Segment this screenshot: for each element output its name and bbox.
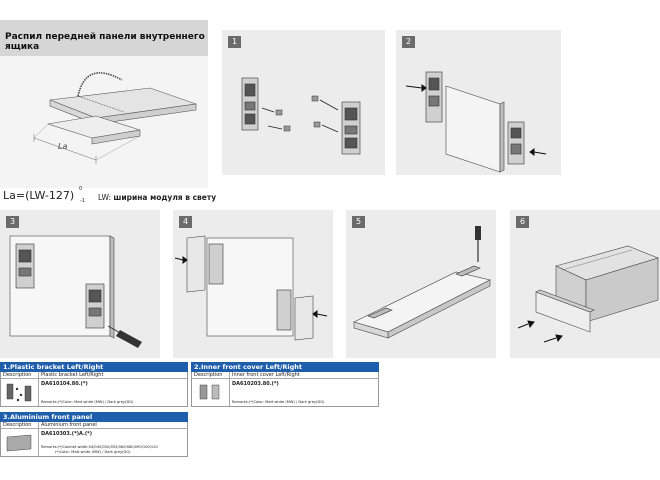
step-1-panel: 1 (222, 30, 385, 175)
table-3-title: 3.Aluminium front panel (0, 412, 188, 422)
table-2-thumbnail (192, 379, 230, 406)
formula-lower-tolerance: -1 (80, 198, 85, 204)
step-2-panel: 2 (396, 30, 561, 175)
step-5-panel: 5 (346, 210, 496, 358)
table-1-col-name: Plastic bracket Left/Right (41, 372, 104, 378)
step-4-panel: 4 (173, 210, 333, 358)
table-1-thumbnail (1, 379, 39, 406)
dimension-label-la: La (58, 142, 68, 151)
step-1-illustration (241, 77, 361, 155)
table-3-remark-1: Remarks:(*)Cabinet width:04/045/050/055/… (41, 445, 158, 450)
table-2-col-description: Description (192, 372, 230, 378)
step-1-badge: 1 (228, 36, 241, 48)
table-inner-front-cover: 2.Inner front cover Left/Right Descripti… (191, 362, 379, 407)
aluminium-front-panel-icon (6, 434, 32, 452)
saw-cutting-panel: Распил передней панели внутреннего ящика… (0, 20, 208, 188)
table-2-remark: Remarks:(*)Color: Matt white (MW) / Dark… (232, 399, 325, 404)
table-aluminium-front-panel: 3.Aluminium front panel Description Alum… (0, 412, 188, 457)
step-2-illustration (405, 71, 547, 173)
saw-cutting-illustration (33, 72, 197, 164)
step-6-illustration (517, 245, 659, 343)
lw-text: ширина модуля в свету (113, 193, 217, 202)
step-3-panel: 3 (0, 210, 160, 358)
table-3-remark-2: (*)Color: Matt white (MW) / Dark grey(DG… (55, 449, 131, 454)
plastic-bracket-icon (6, 383, 32, 402)
table-2-code: DA610203.80.(*) (232, 381, 279, 387)
step-6-panel: 6 (510, 210, 660, 358)
table-1-remark: Remarks:(*)Color: Matt white (MW) / Dark… (41, 399, 134, 404)
table-2-col-name: Inner front cover Left/Right (232, 372, 300, 378)
formula-upper-tolerance: 0 (79, 186, 83, 192)
table-1-col-description: Description (1, 372, 39, 378)
table-3-col-name: Aluminium front panel (41, 422, 97, 428)
table-3-thumbnail (1, 429, 39, 456)
step-2-badge: 2 (402, 36, 415, 48)
formula-base: La=(LW-127) (3, 189, 75, 202)
saw-section-title: Распил передней панели внутреннего ящика (0, 20, 208, 56)
step-5-badge: 5 (352, 216, 365, 228)
step-3-illustration (9, 235, 142, 348)
lw-prefix: LW: (98, 193, 111, 202)
step-5-illustration (353, 226, 491, 339)
table-3-code: DA610303.(*)A.(*) (41, 431, 93, 437)
cut-length-formula: La=(LW-127) 0 -1 (3, 186, 93, 204)
table-2-title: 2.Inner front cover Left/Right (191, 362, 379, 372)
step-4-badge: 4 (179, 216, 192, 228)
step-4-illustration (174, 235, 328, 341)
lw-definition: LW: ширина модуля в свету (98, 193, 216, 202)
step-6-badge: 6 (516, 216, 529, 228)
table-plastic-bracket: 1.Plastic bracket Left/Right Description… (0, 362, 188, 407)
table-1-title: 1.Plastic bracket Left/Right (0, 362, 188, 372)
step-3-badge: 3 (6, 216, 19, 228)
inner-front-cover-icon (199, 384, 220, 400)
table-1-code: DA610104.80.(*) (41, 381, 88, 387)
table-3-col-description: Description (1, 422, 39, 428)
